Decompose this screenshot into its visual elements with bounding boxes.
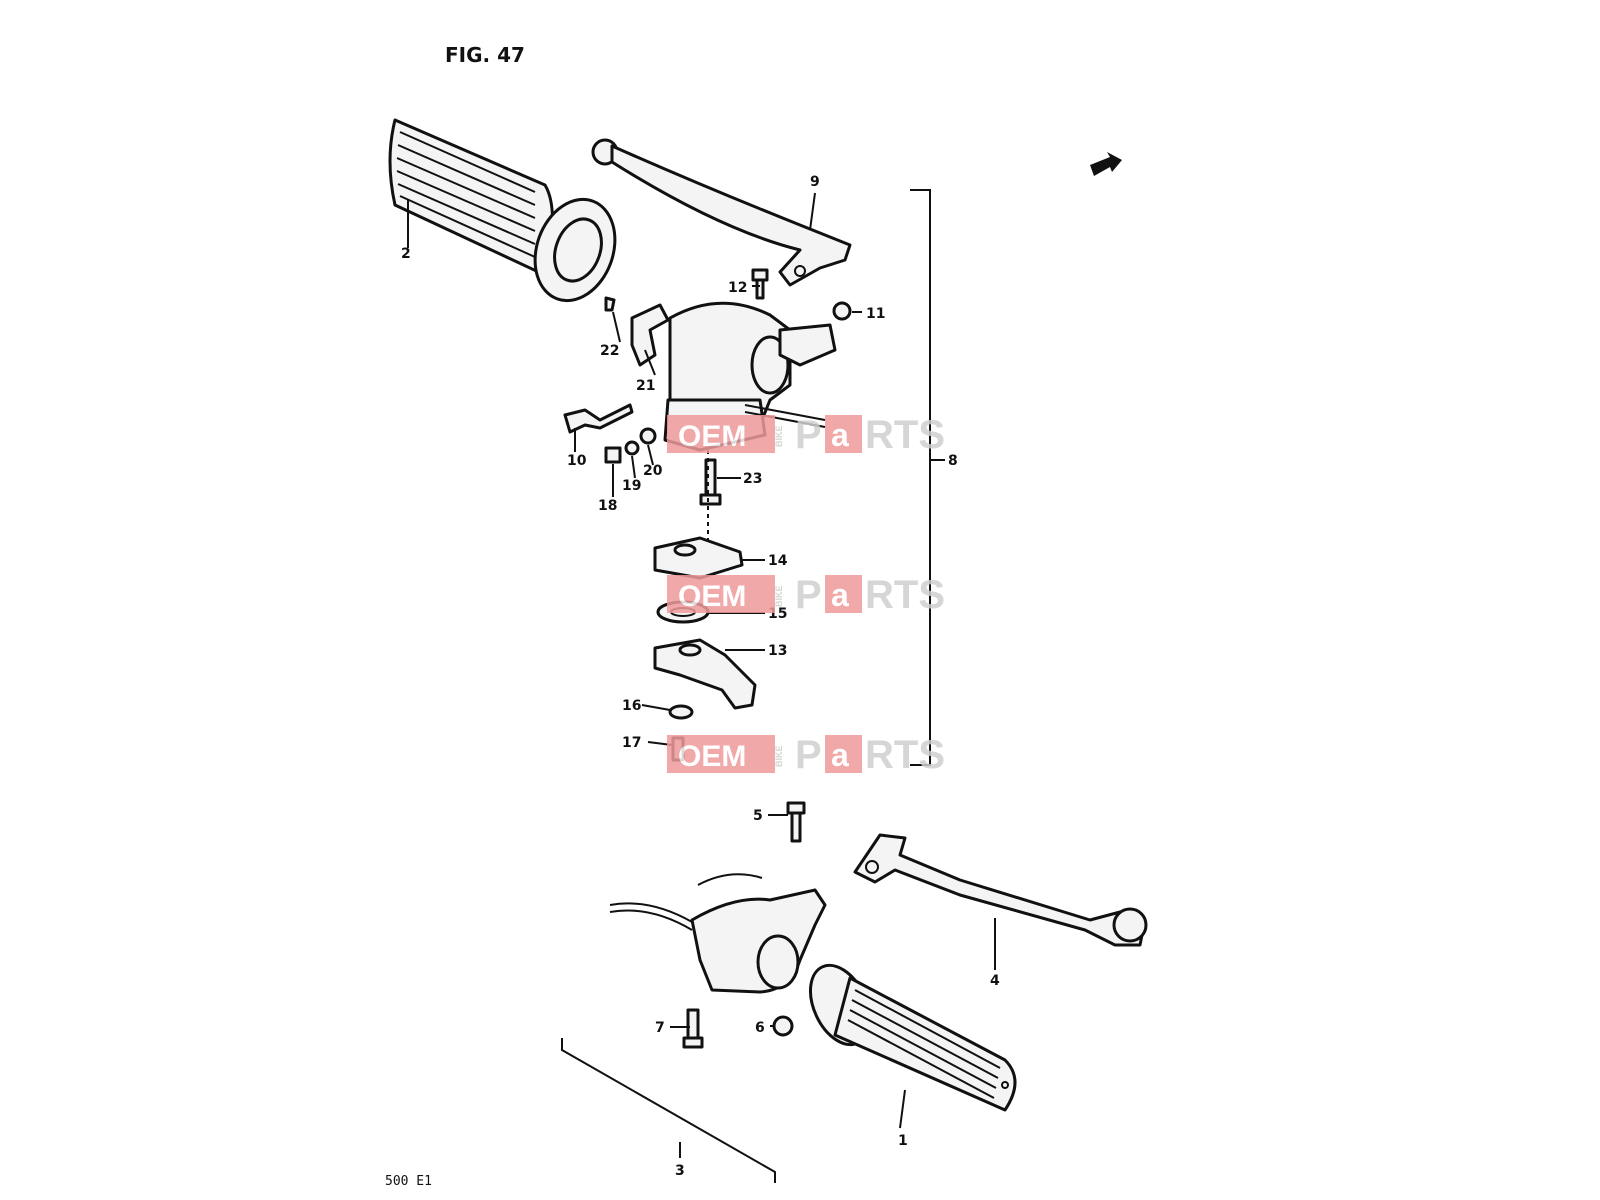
bolt-5 xyxy=(786,801,806,843)
svg-text:RTS: RTS xyxy=(865,573,945,617)
front-direction-arrow-icon xyxy=(1090,152,1122,176)
callout-3: 3 xyxy=(675,1163,685,1179)
callout-8: 8 xyxy=(948,453,958,469)
svg-text:OEM: OEM xyxy=(678,740,746,773)
assembly-bracket-8 xyxy=(910,189,931,766)
throttle-housing-14 xyxy=(653,536,744,580)
callout-19: 19 xyxy=(622,478,641,494)
callout-2: 2 xyxy=(401,246,411,262)
small-screw-22 xyxy=(604,296,616,312)
callout-13: 13 xyxy=(768,643,787,659)
callout-4: 4 xyxy=(990,973,1000,989)
svg-text:a: a xyxy=(831,737,849,773)
screw-7 xyxy=(682,1008,704,1049)
callout-21: 21 xyxy=(636,378,655,394)
svg-text:RTS: RTS xyxy=(865,733,945,777)
svg-text:OEM: OEM xyxy=(678,420,746,453)
callout-1: 1 xyxy=(898,1133,908,1149)
throttle-housing-13 xyxy=(653,638,757,710)
callout-17: 17 xyxy=(622,735,641,751)
svg-text:BIKE: BIKE xyxy=(774,745,784,767)
svg-text:a: a xyxy=(831,577,849,613)
watermark-3: OEM BIKE P a RTS xyxy=(667,733,945,777)
nut-11 xyxy=(832,301,852,321)
callout-20: 20 xyxy=(643,463,663,479)
callout-16: 16 xyxy=(622,698,641,714)
small-block-18 xyxy=(604,446,622,464)
cable-end-10 xyxy=(563,403,634,434)
callout-9: 9 xyxy=(810,174,820,190)
bolt-12 xyxy=(751,268,769,300)
choke-knob xyxy=(630,303,670,367)
callout-12: 12 xyxy=(728,280,747,296)
right-switch-housing xyxy=(609,873,827,994)
right-grip xyxy=(808,963,1017,1112)
watermark-1: OEM BIKE P a RTS xyxy=(667,413,945,457)
left-grip xyxy=(388,118,617,303)
callout-7: 7 xyxy=(655,1020,665,1036)
svg-text:BIKE: BIKE xyxy=(774,585,784,607)
brake-lever xyxy=(853,833,1148,947)
callout-14: 14 xyxy=(768,553,788,569)
svg-text:P: P xyxy=(795,413,822,457)
callout-5: 5 xyxy=(753,808,763,824)
svg-text:BIKE: BIKE xyxy=(774,425,784,447)
svg-text:P: P xyxy=(795,733,822,777)
callout-11: 11 xyxy=(866,306,885,322)
model-code: 500 E1 xyxy=(385,1174,432,1189)
watermark-2: OEM BIKE P a RTS xyxy=(667,573,945,617)
callout-23: 23 xyxy=(743,471,762,487)
clutch-lever xyxy=(591,138,852,287)
callout-6: 6 xyxy=(755,1020,765,1036)
svg-text:RTS: RTS xyxy=(865,413,945,457)
callout-22: 22 xyxy=(600,343,619,359)
svg-text:a: a xyxy=(831,417,849,453)
washer-19 xyxy=(624,440,640,456)
screw-23 xyxy=(699,458,722,506)
washer-16 xyxy=(668,704,694,720)
screw-20 xyxy=(639,427,657,445)
callout-18: 18 xyxy=(598,498,617,514)
svg-text:P: P xyxy=(795,573,822,617)
nut-6 xyxy=(772,1015,794,1037)
callout-10: 10 xyxy=(567,453,587,469)
svg-text:OEM: OEM xyxy=(678,580,746,613)
assembly-bracket-3 xyxy=(561,1038,776,1183)
figure-title: FIG. 47 xyxy=(445,43,525,67)
